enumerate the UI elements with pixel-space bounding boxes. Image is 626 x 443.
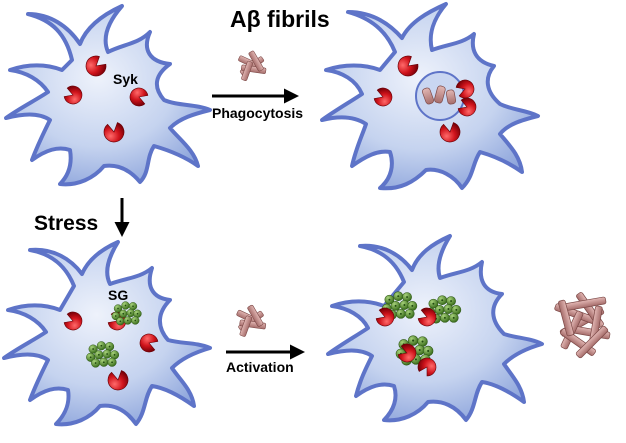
cell-phagocytic: [320, 2, 540, 191]
syk-label: Syk: [113, 71, 138, 87]
activation-label: Activation: [226, 359, 294, 375]
diagram-title: Aβ fibrils: [230, 6, 330, 32]
phagocytosis-label: Phagocytosis: [212, 105, 304, 121]
stress-label: Stress: [34, 212, 99, 235]
cell-stressed-body: [2, 240, 212, 427]
abeta-fibril-aggregate: [553, 291, 611, 359]
abeta-fibrils: [235, 304, 267, 338]
cell-resting-body: [4, 4, 212, 187]
cell-activated: [326, 234, 544, 423]
cell-activated-body: [326, 234, 544, 423]
cell-resting: [4, 4, 212, 187]
abeta-fibrils: [237, 50, 267, 82]
stress-granule: [111, 301, 142, 326]
stress-granule: [85, 341, 120, 368]
cell-stressed: [2, 240, 212, 427]
sg-label: SG: [108, 287, 129, 303]
engulfed-fibrils: [422, 85, 457, 105]
